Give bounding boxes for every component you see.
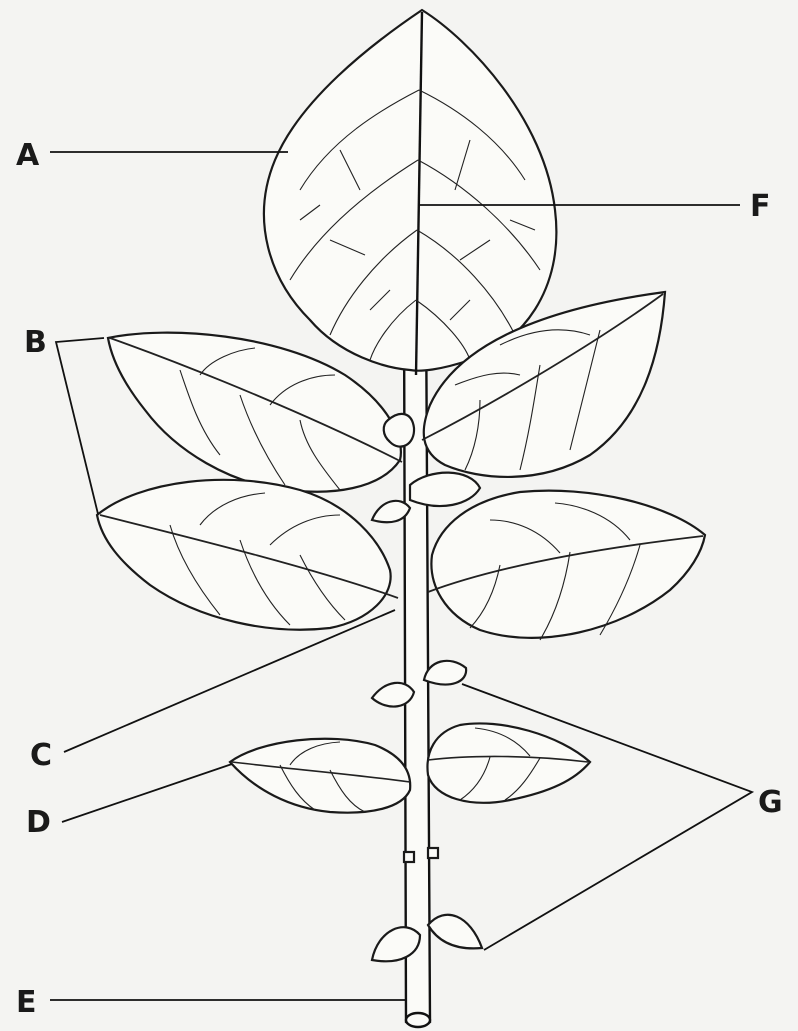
leader-line-d xyxy=(62,764,232,822)
interstitial-leaflet-upper-center xyxy=(384,414,414,447)
interstitial-leaflet-lower-right xyxy=(424,661,466,685)
terminal-leaflet xyxy=(264,10,556,375)
interstitial-leaflet-lower-left xyxy=(372,683,414,707)
label-a: A xyxy=(16,138,40,173)
leader-line-b xyxy=(56,338,104,514)
stem-node-1 xyxy=(404,852,414,862)
leaflet-lower-right xyxy=(427,723,590,802)
leaflet-lower-left xyxy=(230,739,410,813)
stem-node-2 xyxy=(428,848,438,858)
interstitial-leaflet-bottom-right xyxy=(428,915,482,949)
leaflet-middle-right xyxy=(428,491,705,640)
petiole-stem xyxy=(404,300,430,1026)
leader-line-g xyxy=(462,684,752,950)
leaflet-middle-left xyxy=(97,480,398,630)
label-c: C xyxy=(30,738,52,773)
label-e: E xyxy=(16,985,37,1020)
label-f: F xyxy=(750,189,771,224)
stem-cut-end xyxy=(406,1013,430,1027)
interstitial-leaflet-upper-right xyxy=(410,473,480,506)
label-d: D xyxy=(26,805,51,840)
label-g: G xyxy=(758,785,783,820)
label-b: B xyxy=(24,325,47,360)
leader-line-c xyxy=(64,610,395,752)
